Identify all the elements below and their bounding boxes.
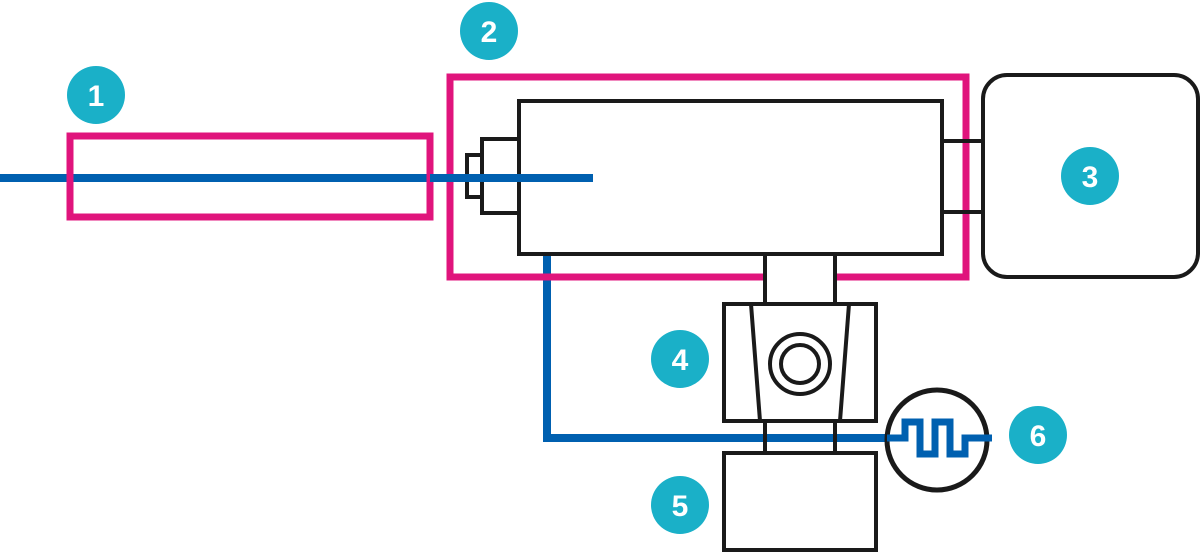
badge-4-label: 4 xyxy=(672,344,689,377)
badge-6-label: 6 xyxy=(1030,420,1047,453)
badge-3-label: 3 xyxy=(1082,161,1099,194)
square-wave-pulse-icon xyxy=(887,418,992,458)
badge-2: 2 xyxy=(460,2,518,60)
ring-coupling-inner xyxy=(779,343,821,385)
badge-4: 4 xyxy=(651,330,709,388)
base-box-5 xyxy=(722,451,878,552)
stem-upper xyxy=(763,252,837,306)
badge-1-label: 1 xyxy=(88,80,105,113)
badge-1: 1 xyxy=(67,66,125,124)
badge-3: 3 xyxy=(1061,147,1119,205)
badge-5: 5 xyxy=(651,476,709,534)
badge-6: 6 xyxy=(1009,406,1067,464)
badge-5-label: 5 xyxy=(672,490,689,523)
badge-2-label: 2 xyxy=(481,16,498,49)
